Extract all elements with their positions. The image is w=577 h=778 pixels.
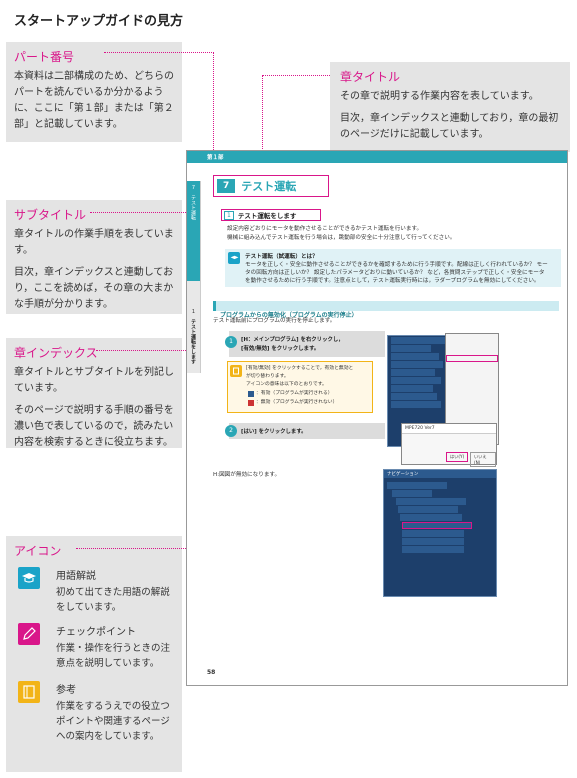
sample-section-heading: プログラムからの無効化（プログラムの実行停止） <box>220 312 358 319</box>
connector-chapter <box>262 75 330 76</box>
sample-chapter-number: 7 <box>217 179 236 193</box>
sample-step1-text1: [H：メインプログラム] を右クリックし， <box>241 337 344 343</box>
graduation-cap-icon <box>18 567 40 589</box>
sample-book-icon <box>230 365 242 377</box>
sample-nav-highlight <box>402 522 472 529</box>
sample-index-sub: 1 テスト運転をします <box>187 281 200 373</box>
callout-chapter-title: 章タイトル その章で説明する作業内容を表しています。 目次，章インデックスと連動… <box>330 62 570 152</box>
sample-check1: [有効/無効] をクリックすることで，有効と無効と <box>246 366 354 371</box>
icon-item-check-name: チェックポイント <box>56 627 136 638</box>
icon-item-term-name: 用語解説 <box>56 571 96 582</box>
callout-subtitle: サブタイトル 章タイトルの作業手順を表しています。 目次，章インデックスと連動し… <box>6 200 182 314</box>
sample-result-text: H:図図が無効になります。 <box>213 472 281 478</box>
sample-index-number: 7 <box>191 185 196 191</box>
sample-part-label: 第１部 <box>207 155 224 161</box>
sample-graduation-cap-icon <box>228 252 240 264</box>
sample-check-box: [有効/無効] をクリックすることで，有効と無効と が切り替わります。 アイコン… <box>227 361 373 413</box>
sample-section-heading-bar: プログラムからの無効化（プログラムの実行停止） <box>213 301 559 319</box>
callout-chapter-title-p2: 目次，章インデックスと連動しており，章の最初のページだけに記載しています。 <box>340 113 559 140</box>
callout-subtitle-title: サブタイトル <box>14 208 87 222</box>
sample-subtitle-box: 1 テスト運転をします <box>221 209 321 221</box>
sample-check2: が切り替わります。 <box>246 374 289 379</box>
sample-check3: アイコンの意味は以下のとおりです。 <box>246 382 327 387</box>
icon-item-term: 用語解説 初めて出てきた用語の解説をしています。 <box>14 567 174 623</box>
callout-chapter-title-p1: その章で説明する作業内容を表しています。 <box>340 91 539 102</box>
icon-item-reference-desc: 作業をするうえでの役立つポイントや関連するページへの案内をしています。 <box>56 701 170 743</box>
sample-term-box: テスト運転（試運転）とは？ モータを正しく・安全に動作させることができるかを確認… <box>225 249 561 287</box>
sample-chapter-title: テスト運転 <box>241 180 297 193</box>
callout-part-number: パート番号 本資料は二部構成のため、どちらのパートを読んでいるか分かるように、こ… <box>6 42 182 142</box>
pencil-icon <box>18 623 40 645</box>
sample-enabled-icon <box>248 391 254 397</box>
connector-index <box>96 350 188 351</box>
sample-header-bar: 第１部 <box>187 151 567 163</box>
connector-subtitle <box>90 212 222 213</box>
sample-step1-text2: [有効/無効] をクリックします。 <box>241 346 320 352</box>
connector-part-v <box>213 52 214 164</box>
sample-section-lead: テスト運転前にプログラムの実行を停止します。 <box>213 318 336 324</box>
callout-part-number-title: パート番号 <box>14 50 75 64</box>
sample-check5: ：無効（プログラムが実行されない） <box>256 400 338 405</box>
sample-index-chapter-label: テスト運転 <box>190 195 196 220</box>
icon-item-check: チェックポイント 作業・操作を行うときの注意点を説明しています。 <box>14 623 174 681</box>
sample-chapter-title-box: 7 テスト運転 <box>213 175 329 197</box>
sample-sub-title: テスト運転をします <box>237 212 297 220</box>
sample-index-strip: 7 テスト運転 1 テスト運転をします <box>187 181 201 373</box>
sample-step1: 1 [H：メインプログラム] を右クリックし， [有効/無効] をクリックします… <box>225 331 385 357</box>
sample-dialog-cancel: いいえ(N) <box>470 452 496 467</box>
callout-chapter-title-title: 章タイトル <box>340 70 401 84</box>
sample-menu-highlight <box>446 355 498 362</box>
callout-subtitle-p2: 目次，章インデックスと連動しており，ここを読めば，その章の大まかな手順が分かりま… <box>14 267 174 310</box>
sample-index-chapter: 7 テスト運転 <box>187 181 200 281</box>
sample-page-number: 58 <box>207 669 216 676</box>
sample-dialog-title: MPE720 Ver7 <box>402 424 496 434</box>
sample-term-body2: タの回転方向は正しいか？ 設定したパラメータどおりに動いているか？ など，各質問… <box>245 270 545 276</box>
callout-chapter-index-title: 章インデックス <box>14 346 98 360</box>
callout-chapter-index-p1: 章タイトルとサブタイトルを列記しています。 <box>14 367 174 394</box>
sample-index-sub-number: 1 <box>191 309 196 315</box>
sample-step2: 2 [はい] をクリックします。 <box>225 423 385 439</box>
callout-chapter-index-p2: そのページで説明する手順の番号を濃い色で表しているので，読みたい内容を検索すると… <box>14 405 174 448</box>
sample-step2-number: 2 <box>225 425 237 437</box>
icon-item-reference-name: 参考 <box>56 685 76 696</box>
page-title: スタートアップガイドの見方 <box>14 14 184 29</box>
sample-sub-lead2: 機械に組み込んでテスト運転を行う場合は，跳動部の安全に十分注意して行ってください… <box>227 235 456 241</box>
sample-dialog: MPE720 Ver7 はい(Y) いいえ(N) <box>401 423 497 467</box>
connector-part <box>104 52 214 53</box>
sample-manual-page: 第１部 7 テスト運転 1 テスト運転をします 7 テスト運転 1 テスト運転を… <box>186 150 568 686</box>
sample-step1-number: 1 <box>225 336 237 348</box>
sample-nav-panel2-title: ナビゲーション <box>384 470 496 478</box>
sample-term-title: テスト運転（試運転）とは？ <box>245 254 318 260</box>
callout-part-number-body: 本資料は二部構成のため、どちらのパートを読んでいるか分かるように、ここに「第１部… <box>14 71 174 130</box>
icon-item-term-desc: 初めて出てきた用語の解説をしています。 <box>56 587 170 614</box>
sample-index-sub-label: テスト運転をします <box>190 319 196 364</box>
sample-nav-panel2: ナビゲーション <box>383 469 497 597</box>
sample-check4: ：有効（プログラムが実行される） <box>256 391 333 396</box>
connector-chapter-v <box>262 75 263 175</box>
callout-icons: アイコン 用語解説 初めて出てきた用語の解説をしています。 チェックポイント 作… <box>6 536 182 772</box>
sample-step2-text: [はい] をクリックします。 <box>241 429 307 435</box>
sample-disabled-icon <box>248 400 254 406</box>
icon-item-reference: 参考 作業をするうえでの役立つポイントや関連するページへの案内をしています。 <box>14 681 174 751</box>
icon-item-check-desc: 作業・操作を行うときの注意点を説明しています。 <box>56 643 171 670</box>
sample-sub-lead1: 設定内容どおりにモータを動作させることができるかテスト運転を行います。 <box>227 226 423 232</box>
callout-icons-title: アイコン <box>14 544 62 558</box>
callout-subtitle-p1: 章タイトルの作業手順を表しています。 <box>14 229 174 256</box>
book-icon <box>18 681 40 703</box>
sample-term-body3: を動作させるために行う手順です。注意点として，テスト運転実行時には，ラダープログ… <box>245 278 540 284</box>
sample-dialog-ok: はい(Y) <box>446 452 469 462</box>
sample-sub-number: 1 <box>224 210 234 220</box>
sample-term-body1: モータを正しく・安全に動作させることができるかを確認するために行う手順です。配線… <box>245 262 548 268</box>
callout-chapter-index: 章インデックス 章タイトルとサブタイトルを列記しています。 そのページで説明する… <box>6 338 182 448</box>
connector-icons <box>76 548 190 549</box>
